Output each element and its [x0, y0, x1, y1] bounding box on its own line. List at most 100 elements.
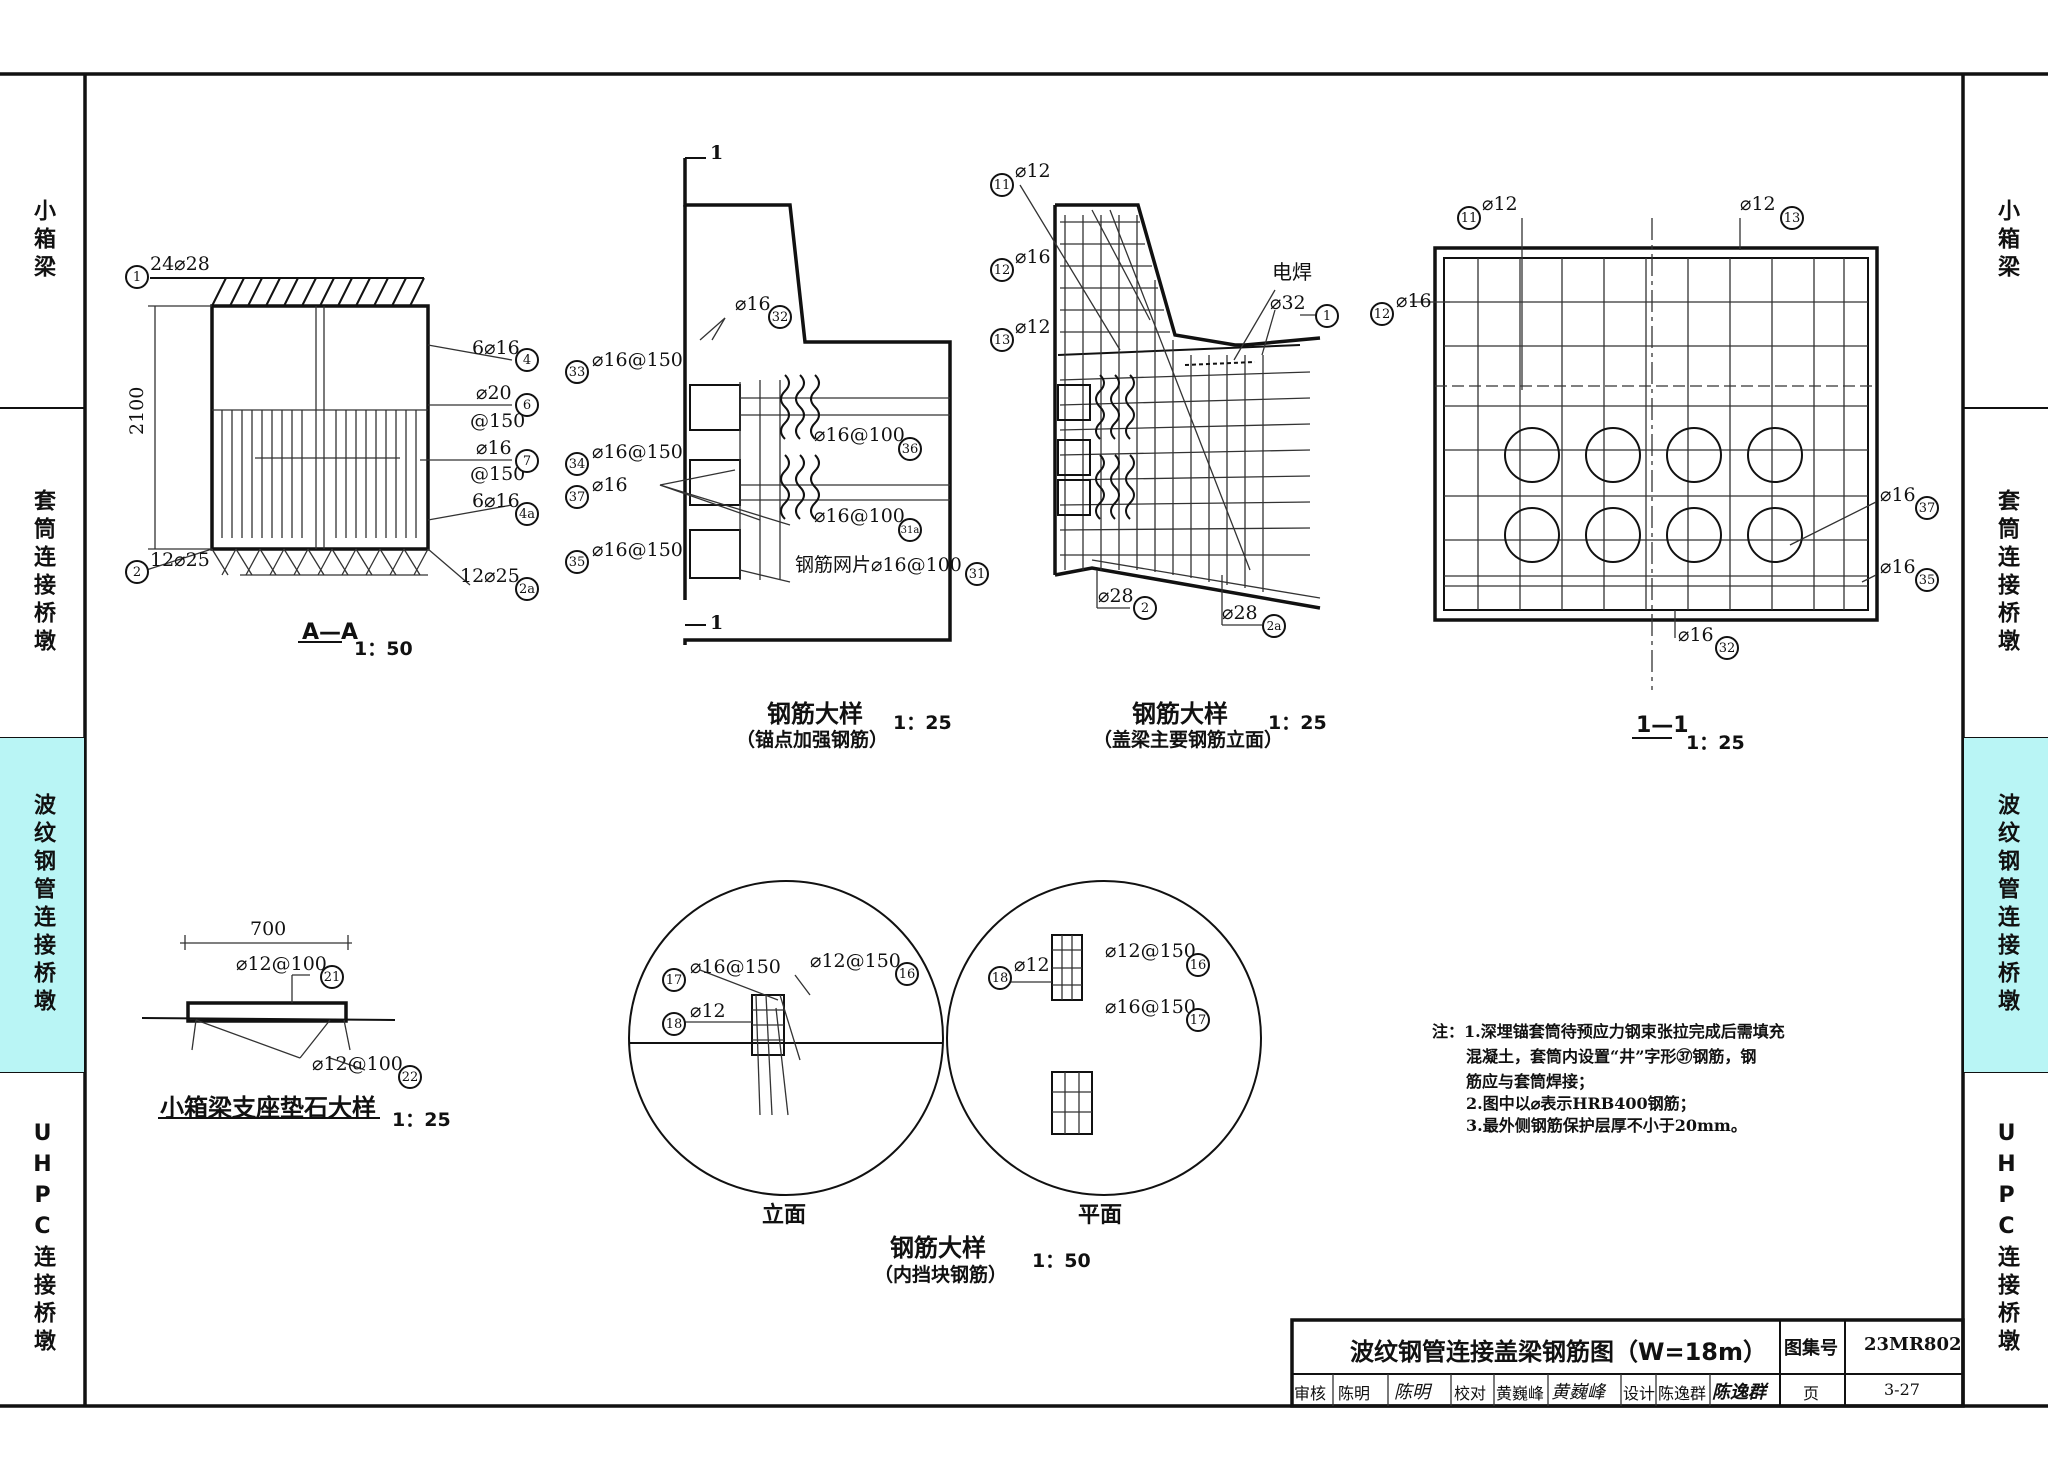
ref-circle: 35 — [565, 550, 589, 574]
note-line-4: 2.图中以⌀表示HRB400钢筋； — [1466, 1094, 1696, 1113]
pad-label-1: ⌀12@100 — [236, 953, 327, 975]
tab-label: 波纹钢管连接桥墩 — [1994, 793, 2019, 1017]
checker-name: 黄巍峰 — [1496, 1384, 1545, 1403]
section-11-drawing — [1410, 218, 1879, 739]
cap-title: 钢筋大样 — [1132, 700, 1228, 728]
block-plan-label-3: ⌀16@150 — [1105, 996, 1196, 1018]
atlas-label: 图集号 — [1784, 1338, 1838, 1359]
anchor-label-1: ⌀16 — [735, 293, 771, 315]
block-plan-label-2: ⌀12@150 — [1105, 940, 1196, 962]
right-tab-uhpc-pier[interactable]: UHPC连接桥墩 — [1964, 1072, 2048, 1406]
note-line-1: 注：1.深埋锚套筒待预应力钢束张拉完成后需填充 — [1432, 1022, 1785, 1041]
title-block-grid — [1290, 1318, 1965, 1408]
review-label: 审核 — [1294, 1384, 1327, 1403]
s11-label-2: ⌀12 — [1740, 193, 1776, 215]
ref-circle: 31 — [965, 562, 989, 586]
s11-label-1: ⌀12 — [1482, 193, 1518, 215]
block-elev-label-1: ⌀16@150 — [690, 956, 781, 978]
left-tab-sleeve-pier[interactable]: 套筒连接桥墩 — [0, 408, 84, 738]
aa-label-r5: 12⌀25 — [460, 565, 520, 587]
right-tab-sleeve-pier[interactable]: 套筒连接桥墩 — [1964, 408, 2048, 738]
tab-label: UHPC连接桥墩 — [30, 1121, 55, 1357]
reviewer-signature: 陈明 — [1394, 1382, 1430, 1403]
anchor-label-8: 钢筋网片⌀16@100 — [795, 554, 962, 576]
block-elev-label-3: ⌀12 — [690, 1000, 726, 1022]
weld-label: 电焊 — [1272, 260, 1312, 284]
anchor-label-7: ⌀16@150 — [592, 539, 683, 561]
ref-circle: 36 — [898, 437, 922, 461]
anchor-label-3: ⌀16@100 — [814, 424, 905, 446]
right-tab-corrugated-pier[interactable]: 波纹钢管连接桥墩 — [1964, 738, 2048, 1072]
cap-elevation-drawing — [1019, 184, 1322, 626]
block-elev-label-2: ⌀12@150 — [810, 950, 901, 972]
anchor-scale: 1：25 — [893, 712, 952, 734]
left-tab-small-box-girder[interactable]: 小箱梁 — [0, 74, 84, 408]
s11-scale: 1：25 — [1686, 732, 1745, 754]
ref-circle: 4 — [515, 348, 539, 372]
aa-label-r2b: @150 — [470, 410, 526, 432]
note-line-2: 混凝土，套筒内设置“井”字形㊲钢筋，钢 — [1466, 1047, 1757, 1066]
anchor-label-2: ⌀16@150 — [592, 349, 683, 371]
tab-label: 套筒连接桥墩 — [1994, 489, 2019, 657]
plan-caption: 平面 — [1078, 1203, 1123, 1228]
cap-subtitle: （盖梁主要钢筋立面） — [1093, 729, 1284, 751]
cap-label-2: ⌀16 — [1015, 246, 1051, 268]
ref-circle: 12 — [990, 258, 1014, 282]
ref-circle: 12 — [1370, 302, 1394, 326]
ref-circle: 18 — [988, 966, 1012, 990]
block-plan-label-1: ⌀12 — [1014, 954, 1050, 976]
cap-label-5: ⌀28 — [1098, 585, 1134, 607]
page-number: 3-27 — [1884, 1380, 1920, 1399]
drawing-title: 波纹钢管连接盖梁钢筋图（W=18m） — [1350, 1338, 1767, 1366]
aa-label-r2a: ⌀20 — [476, 382, 512, 404]
tab-label: 套筒连接桥墩 — [30, 489, 55, 657]
ref-circle: 16 — [895, 962, 919, 986]
s11-label-4: ⌀16 — [1880, 484, 1916, 506]
ref-circle: 37 — [1915, 496, 1939, 520]
anchor-title: 钢筋大样 — [767, 700, 863, 728]
aa-label-r3a: ⌀16 — [476, 437, 512, 459]
ref-circle: 13 — [990, 328, 1014, 352]
aa-top-bar-label: 24⌀28 — [150, 253, 210, 275]
ref-circle: 6 — [515, 393, 539, 417]
block-subtitle: （内挡块钢筋） — [874, 1264, 1008, 1286]
tab-label: 波纹钢管连接桥墩 — [30, 793, 55, 1017]
anchor-detail-drawing — [659, 157, 952, 645]
anchor-label-6: ⌀16@100 — [814, 505, 905, 527]
aa-height-dimension: 2100 — [126, 386, 148, 435]
designer-signature: 陈逸群 — [1712, 1382, 1766, 1403]
pad-scale: 1：25 — [392, 1109, 451, 1131]
ref-circle: 1 — [1315, 304, 1339, 328]
cap-label-4: ⌀32 — [1270, 292, 1306, 314]
ref-circle: 2 — [125, 560, 149, 584]
check-label: 校对 — [1454, 1384, 1487, 1403]
ref-circle: 18 — [662, 1012, 686, 1036]
block-detail-drawing — [628, 880, 1262, 1196]
page-label: 页 — [1803, 1384, 1820, 1403]
note-line-3: 筋应与套筒焊接； — [1466, 1072, 1595, 1091]
ref-circle: 17 — [1186, 1008, 1210, 1032]
left-tab-corrugated-pier[interactable]: 波纹钢管连接桥墩 — [0, 738, 84, 1072]
right-tab-small-box-girder[interactable]: 小箱梁 — [1964, 74, 2048, 408]
ref-circle: 4a — [515, 502, 539, 526]
ref-circle: 16 — [1186, 953, 1210, 977]
section-aa-drawing — [139, 277, 513, 643]
aa-label-r4: 6⌀16 — [472, 490, 520, 512]
ref-circle: 13 — [1780, 206, 1804, 230]
ref-circle: 22 — [398, 1065, 422, 1089]
tab-label: 小箱梁 — [30, 199, 55, 283]
left-tab-uhpc-pier[interactable]: UHPC连接桥墩 — [0, 1072, 84, 1406]
cap-label-1: ⌀12 — [1015, 160, 1051, 182]
anchor-subtitle: （锚点加强钢筋） — [736, 729, 889, 751]
tab-label: UHPC连接桥墩 — [1994, 1121, 2019, 1357]
cap-label-3: ⌀12 — [1015, 316, 1051, 338]
ref-circle: 7 — [515, 449, 539, 473]
aa-bottom-bar-label: 12⌀25 — [150, 549, 210, 571]
s11-label-6: ⌀16 — [1678, 624, 1714, 646]
anchor-label-4: ⌀16@150 — [592, 441, 683, 463]
note-line-5: 3.最外侧钢筋保护层厚不小于20mm。 — [1466, 1116, 1747, 1135]
reviewer-name: 陈明 — [1338, 1384, 1371, 1403]
ref-circle: 31a — [898, 518, 922, 542]
s11-label-5: ⌀16 — [1880, 556, 1916, 578]
